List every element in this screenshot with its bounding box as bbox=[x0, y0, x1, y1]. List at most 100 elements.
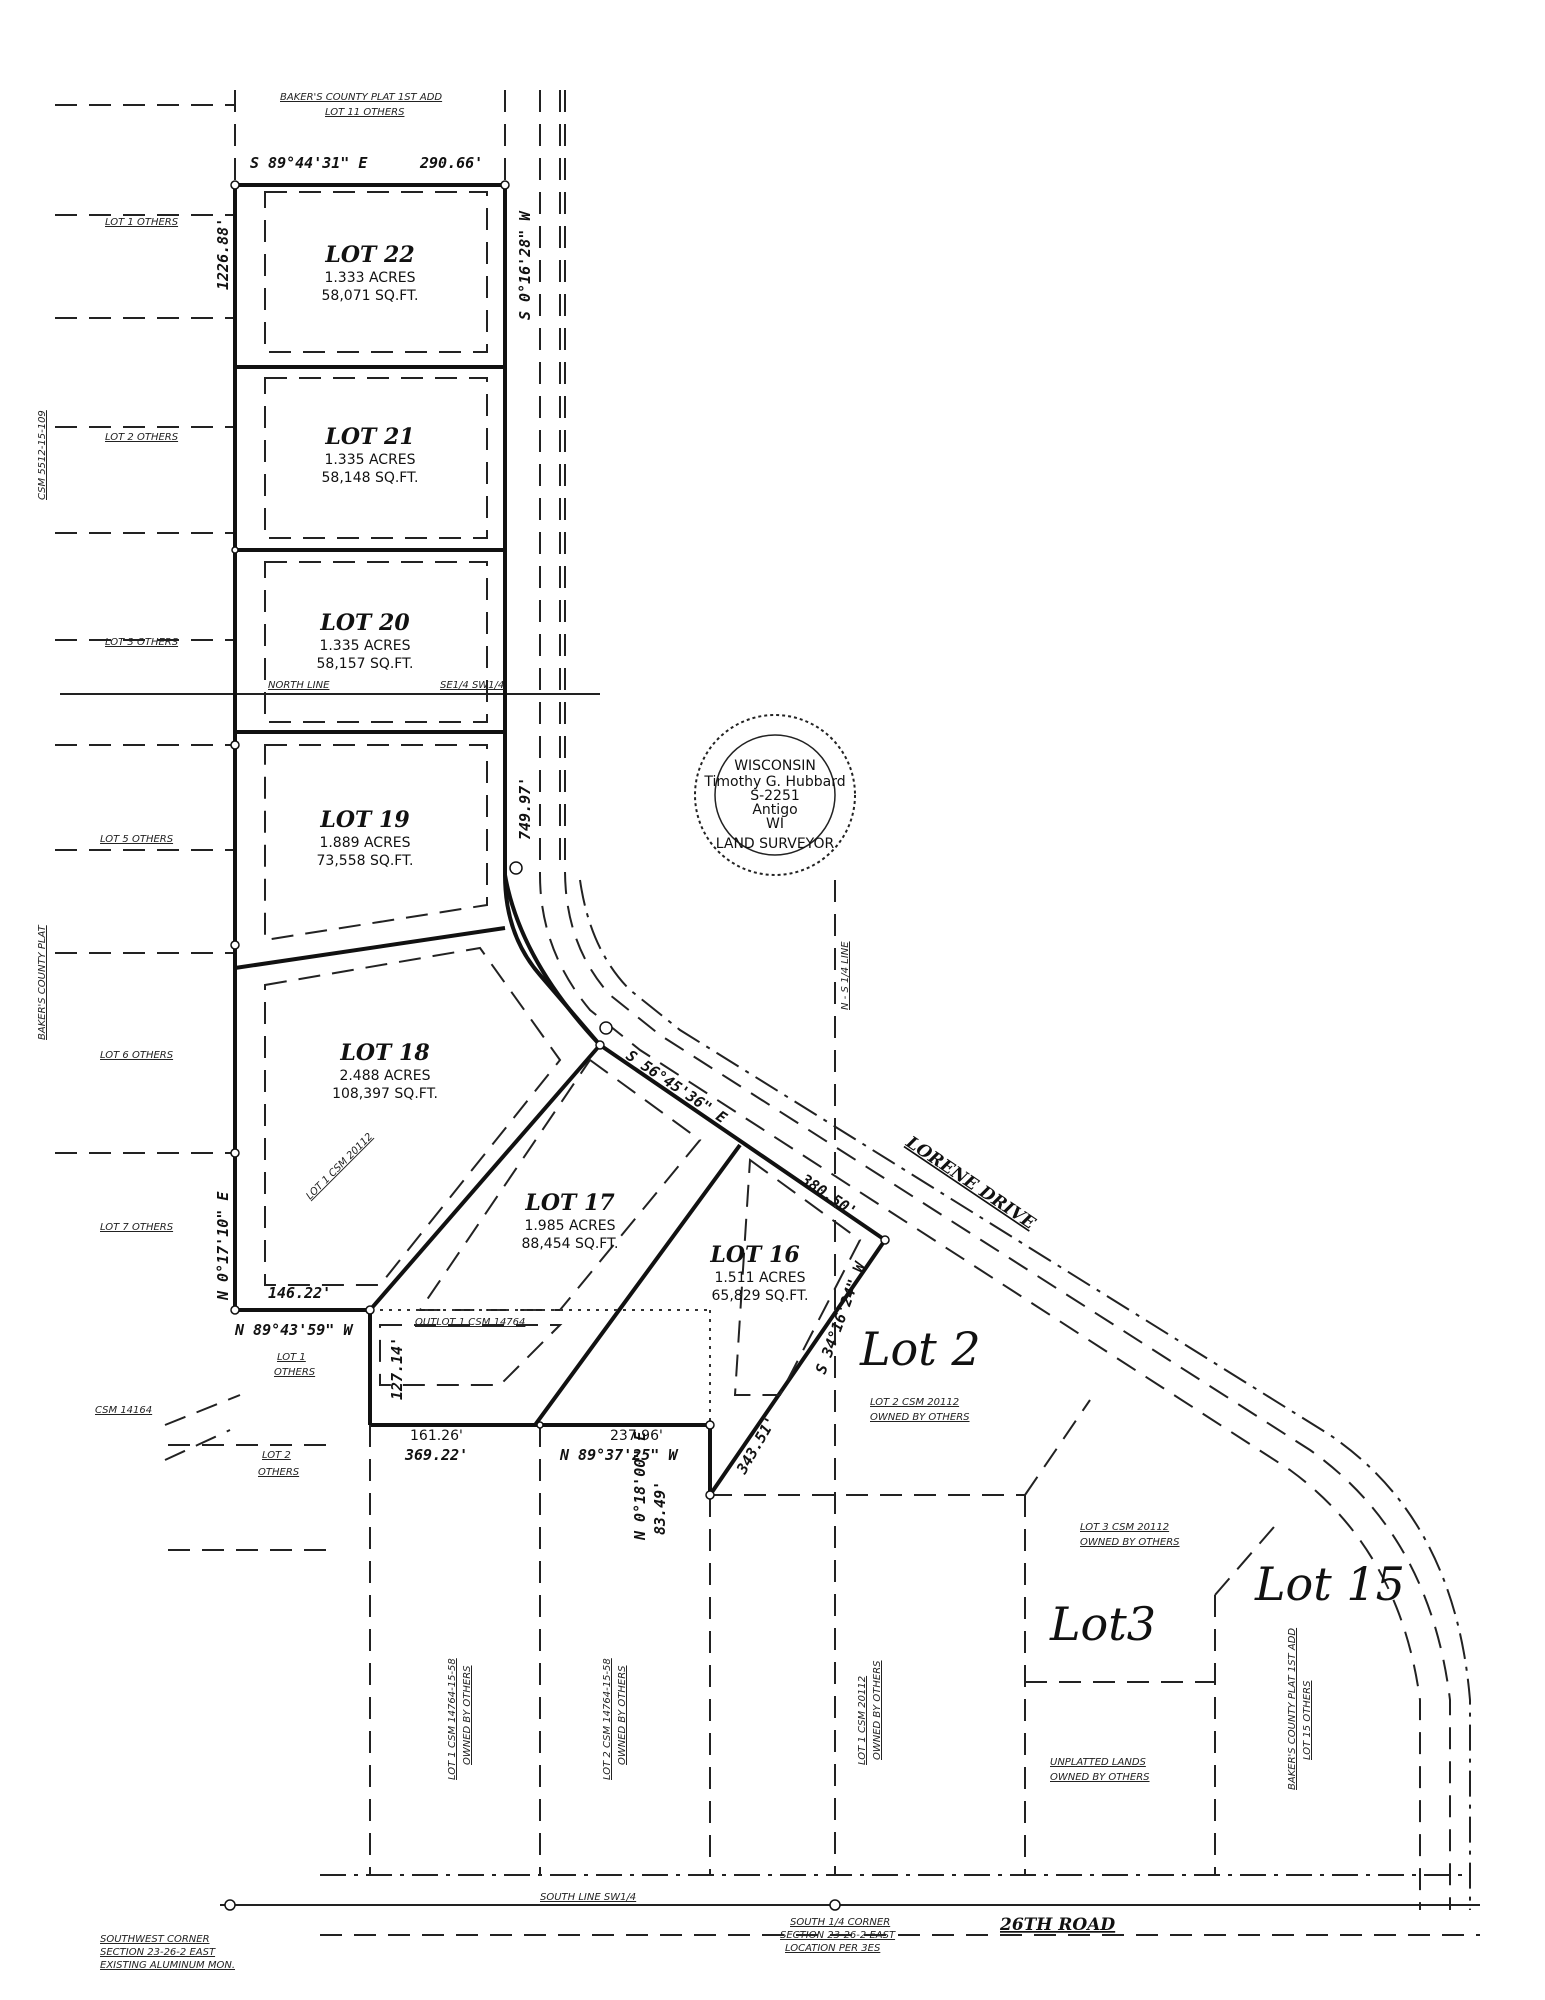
lot-17-sqft: 88,454 SQ.FT. bbox=[522, 1236, 619, 1252]
s14-corner-label: SOUTH 1/4 CORNER bbox=[790, 1917, 890, 1928]
seal-state: WI bbox=[766, 816, 784, 832]
lot-16-sqft: 65,829 SQ.FT. bbox=[712, 1288, 809, 1304]
lot2-others: LOT 2 OTHERS bbox=[105, 432, 179, 443]
road-26th: 26TH ROAD bbox=[999, 1915, 1115, 1935]
lot-20-label: LOT 20 1.335 ACRES 58,157 SQ.FT. bbox=[317, 610, 414, 672]
lot-18-name: LOT 18 bbox=[339, 1040, 429, 1066]
outlot-label: OUTLOT 1 CSM 14764 bbox=[415, 1317, 525, 1328]
dist-161: 161.26' bbox=[410, 1428, 463, 1444]
lots-block bbox=[233, 183, 562, 1310]
lot-17-acres: 1.985 ACRES bbox=[524, 1218, 615, 1234]
diag-distance: 380.50' bbox=[797, 1170, 860, 1221]
lot-16-label: LOT 16 1.511 ACRES 65,829 SQ.FT. bbox=[709, 1242, 808, 1304]
monuments bbox=[224, 180, 890, 1911]
lot-21-acres: 1.335 ACRES bbox=[324, 452, 415, 468]
handwritten-lot-2: Lot 2 bbox=[859, 1322, 981, 1376]
lot-18-acres: 2.488 ACRES bbox=[339, 1068, 430, 1084]
lot-22-acres: 1.333 ACRES bbox=[324, 270, 415, 286]
west-distance: 1226.88' bbox=[214, 218, 232, 290]
unplatted: UNPLATTED LANDS bbox=[1050, 1757, 1147, 1768]
surveyor-seal: WISCONSIN Timothy G. Hubbard S-2251 Anti… bbox=[694, 714, 856, 876]
top-bearing: S 89°44'31" E bbox=[250, 154, 368, 172]
lot1-others: LOT 1 OTHERS bbox=[105, 217, 179, 228]
lot6-others: LOT 6 OTHERS bbox=[100, 1050, 174, 1061]
lot-20-acres: 1.335 ACRES bbox=[319, 638, 410, 654]
seal-top-text: WISCONSIN bbox=[734, 758, 816, 774]
seal-city: Antigo bbox=[752, 802, 797, 818]
lot-20-name: LOT 20 bbox=[319, 610, 410, 636]
dist-237: 237.96' bbox=[610, 1428, 663, 1444]
se-quarter-label: SE1/4 SW1/4 bbox=[440, 680, 504, 691]
lot-16-name: LOT 16 bbox=[709, 1242, 799, 1268]
lot2-small: LOT 2 bbox=[262, 1450, 291, 1461]
lower-parcels bbox=[164, 880, 1480, 1936]
right-of-way bbox=[503, 90, 1471, 1910]
lot3-csm: LOT 3 CSM 20112 bbox=[1080, 1522, 1169, 1533]
lot-19-name: LOT 19 bbox=[319, 807, 409, 833]
south-line-label: SOUTH LINE SW1/4 bbox=[540, 1892, 636, 1903]
dist-146: 146.22' bbox=[268, 1284, 331, 1302]
top-plat-label-2: LOT 11 OTHERS bbox=[325, 107, 405, 118]
csm-left: CSM 5512-15-109 bbox=[37, 410, 48, 500]
lot2-csm-long: LOT 2 CSM 14764-15-58 bbox=[602, 1658, 613, 1780]
lot7-others: LOT 7 OTHERS bbox=[100, 1222, 174, 1233]
east-bearing: S 0°16'28" W bbox=[516, 210, 534, 320]
curve-distance: 749.97' bbox=[516, 777, 534, 840]
seal-name: Timothy G. Hubbard bbox=[703, 774, 845, 790]
lot-19-acres: 1.889 ACRES bbox=[319, 835, 410, 851]
lot-19-label: LOT 19 1.889 ACRES 73,558 SQ.FT. bbox=[317, 807, 414, 869]
lot-21-label: LOT 21 1.335 ACRES 58,148 SQ.FT. bbox=[322, 424, 419, 486]
lot1-csm-20112: LOT 1 CSM 20112 bbox=[857, 1676, 868, 1765]
lot1-small: LOT 1 bbox=[277, 1352, 306, 1363]
lot-18-label: LOT 18 2.488 ACRES 108,397 SQ.FT. bbox=[332, 1040, 438, 1102]
seal-number: S-2251 bbox=[750, 788, 800, 804]
lower-lots bbox=[235, 1043, 887, 1497]
handwritten-lot-3: Lot3 bbox=[1049, 1597, 1156, 1651]
lot-20-sqft: 58,157 SQ.FT. bbox=[317, 656, 414, 672]
north-line-label: NORTH LINE bbox=[268, 680, 330, 691]
s14-corner-label-2: SECTION 23-26-2 EAST bbox=[780, 1930, 896, 1941]
lorene-drive: LORENE DRIVE bbox=[901, 1132, 1039, 1234]
lot-17-name: LOT 17 bbox=[524, 1190, 615, 1216]
top-plat-label: BAKER'S COUNTY PLAT 1ST ADD bbox=[280, 92, 442, 103]
handwritten-lot-15: Lot 15 bbox=[1254, 1557, 1405, 1611]
lot-18-sqft: 108,397 SQ.FT. bbox=[332, 1086, 438, 1102]
lot1-csm-diag: LOT 1 CSM 20112 bbox=[304, 1131, 375, 1202]
dist-369: 369.22' bbox=[404, 1446, 468, 1464]
lot5-others: LOT 5 OTHERS bbox=[100, 834, 174, 845]
owned-vertical-1: OWNED BY OTHERS bbox=[462, 1665, 473, 1765]
sw-corner-label-3: EXISTING ALUMINUM MON. bbox=[100, 1960, 235, 1971]
vert-mid-distance: 83.49' bbox=[651, 1481, 669, 1535]
lot15-others: LOT 15 OTHERS bbox=[1302, 1680, 1313, 1760]
s14-corner-label-3: LOCATION PER 3ES bbox=[785, 1943, 881, 1954]
west-lower-bearing: N 0°17'10" E bbox=[214, 1191, 232, 1301]
lot3-others: LOT 3 OTHERS bbox=[105, 637, 179, 648]
lot-19-sqft: 73,558 SQ.FT. bbox=[317, 853, 414, 869]
owned-vertical-3: OWNED BY OTHERS bbox=[872, 1660, 883, 1760]
bakers-left: BAKER'S COUNTY PLAT bbox=[37, 924, 48, 1040]
lot-21-sqft: 58,148 SQ.FT. bbox=[322, 470, 419, 486]
ns-quarter-line: N - S 1/4 LINE bbox=[840, 941, 851, 1010]
lot-17-label: LOT 17 1.985 ACRES 88,454 SQ.FT. bbox=[522, 1190, 619, 1252]
neighbor-boundary-lines bbox=[55, 90, 561, 1551]
owned-by-others-2: OWNED BY OTHERS bbox=[1080, 1537, 1180, 1548]
lot-21-name: LOT 21 bbox=[324, 424, 414, 450]
lot-16-acres: 1.511 ACRES bbox=[714, 1270, 805, 1286]
owned-vertical-2: OWNED BY OTHERS bbox=[617, 1665, 628, 1765]
lot-22-sqft: 58,071 SQ.FT. bbox=[322, 288, 419, 304]
sw-corner-label: SOUTHWEST CORNER bbox=[100, 1934, 210, 1945]
owned-by-others: OWNED BY OTHERS bbox=[870, 1412, 970, 1423]
bottom-west-bearing: N 89°43'59" W bbox=[234, 1321, 354, 1339]
lot1-csm-long: LOT 1 CSM 14764-15-58 bbox=[447, 1658, 458, 1780]
seal-bottom-text: LAND SURVEYOR bbox=[716, 836, 835, 852]
top-distance: 290.66' bbox=[419, 154, 483, 172]
sw-corner-label-2: SECTION 23-26-2 EAST bbox=[100, 1947, 216, 1958]
others-small: OTHERS bbox=[274, 1367, 316, 1378]
dist-127: 127.14' bbox=[388, 1337, 406, 1400]
diag-bearing: S 56°45'36" E bbox=[623, 1046, 731, 1127]
lot-22-name: LOT 22 bbox=[324, 242, 414, 268]
csm14164: CSM 14164 bbox=[95, 1405, 152, 1416]
owned-by-others-3: OWNED BY OTHERS bbox=[1050, 1772, 1150, 1783]
dist-343: 343.51' bbox=[732, 1413, 780, 1478]
